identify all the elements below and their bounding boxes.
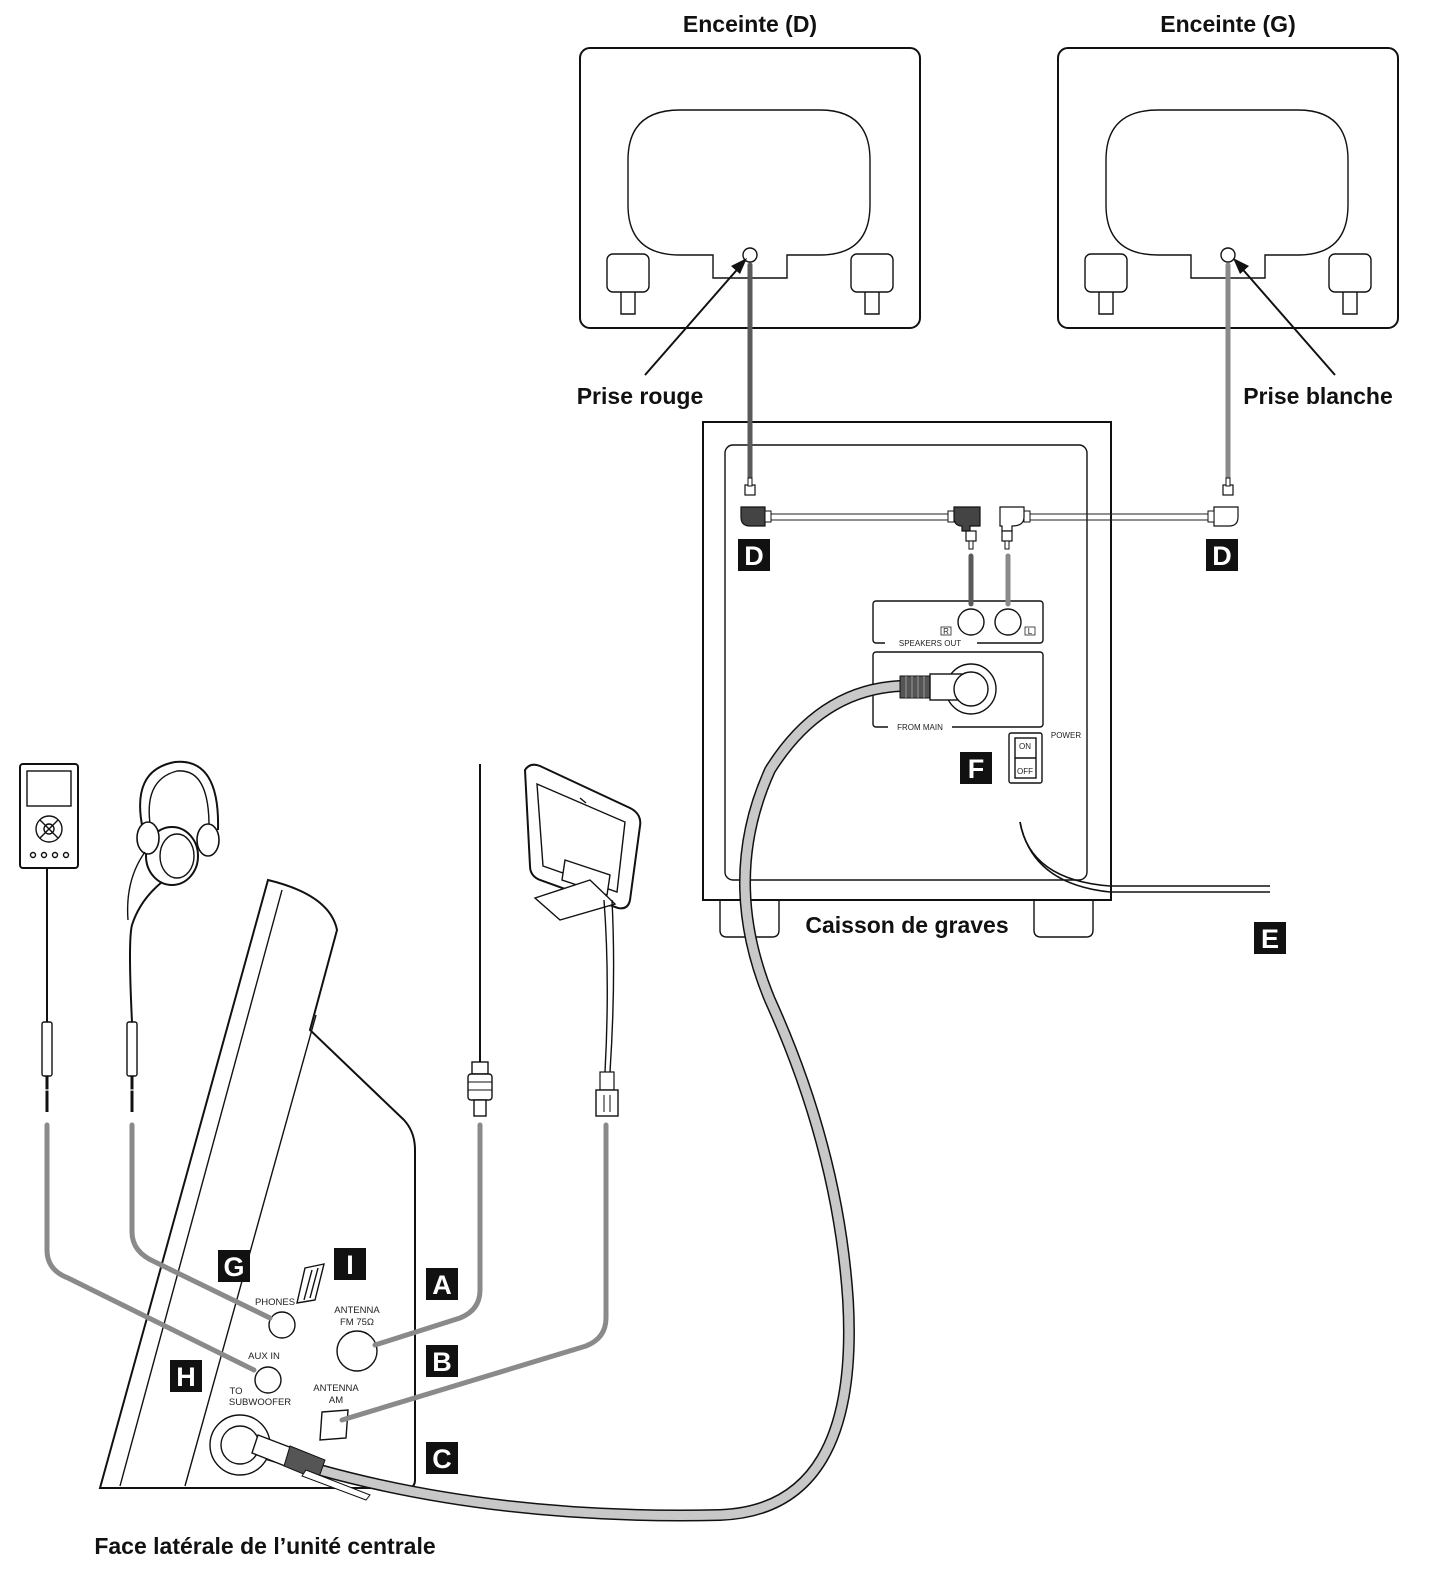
player-plug (41, 1021, 53, 1112)
badge-b: B (426, 1345, 458, 1377)
aux-in-jack (254, 1366, 282, 1394)
subwoofer: Caisson de graves R L SPEAKERS OUT FROM … (702, 421, 1270, 938)
plug-l-jack (999, 506, 1031, 550)
headphones-plug (126, 1021, 138, 1112)
connection-cables (44, 1122, 609, 1423)
badge-h: H (170, 1360, 202, 1392)
speaker-right-foot-left (606, 253, 650, 315)
svg-text:H: H (176, 1362, 196, 1392)
svg-text:G: G (223, 1252, 244, 1282)
subwoofer-cable (251, 671, 989, 1522)
speaker-left-foot-right (1328, 253, 1372, 315)
antenna-am-terminal (319, 1409, 349, 1441)
antenna-am-text-2: AM (329, 1395, 343, 1406)
cable-aux (44, 1122, 257, 1373)
aux-in-text: AUX IN (248, 1351, 280, 1362)
speakers-out-text: SPEAKERS OUT (899, 639, 961, 648)
speakers-out-panel: R L SPEAKERS OUT (872, 600, 1044, 648)
speaker-cables (740, 262, 1239, 607)
plug-right-speaker (740, 477, 772, 527)
subwoofer-label: Caisson de graves (805, 912, 1008, 938)
speaker-right-label: Enceinte (D) (683, 11, 817, 37)
badge-a: A (426, 1268, 458, 1300)
svg-text:C: C (432, 1444, 452, 1474)
svg-text:I: I (346, 1250, 354, 1280)
cable-am (339, 1122, 609, 1423)
badge-d-right: D (738, 539, 770, 571)
to-sub-text-1: TO (229, 1386, 242, 1397)
svg-text:E: E (1261, 924, 1279, 954)
r-mark: R (943, 627, 949, 636)
main-unit-label: Face latérale de l’unité centrale (94, 1533, 435, 1559)
cable-phones (129, 1122, 273, 1321)
power-text: POWER (1051, 731, 1081, 740)
power-switch: ON OFF POWER (1008, 731, 1081, 784)
badge-g: G (218, 1250, 250, 1282)
speaker-left: Enceinte (G) (1057, 11, 1399, 329)
headphones (126, 760, 220, 1112)
to-sub-text-2: SUBWOOFER (229, 1397, 291, 1408)
svg-text:A: A (432, 1270, 452, 1300)
main-unit: Face latérale de l’unité centrale PHONES… (94, 878, 436, 1559)
cable-fm (372, 1122, 483, 1348)
plug-main-end (251, 1434, 371, 1501)
badge-d-left: D (1206, 539, 1238, 571)
portable-player (19, 763, 79, 1112)
arrow-head-white (1233, 258, 1249, 274)
badge-e: E (1254, 922, 1286, 954)
speakers-out-r-jack (957, 608, 985, 636)
svg-text:D: D (744, 541, 764, 571)
svg-text:F: F (968, 754, 985, 784)
phones-text: PHONES (255, 1297, 295, 1308)
switch-on-text: ON (1019, 742, 1031, 751)
badge-f: F (960, 752, 992, 784)
plug-white-callout: Prise blanche (1233, 258, 1393, 409)
speaker-left-foot-left (1084, 253, 1128, 315)
slot-i (296, 1263, 325, 1304)
fm-antenna (467, 764, 493, 1117)
l-mark: L (1028, 627, 1033, 636)
svg-text:B: B (432, 1347, 452, 1377)
antenna-fm-jack (336, 1330, 378, 1372)
speaker-right-foot-right (850, 253, 894, 315)
plug-left-speaker (1207, 477, 1239, 527)
badge-i: I (334, 1248, 366, 1280)
svg-text:D: D (1212, 541, 1232, 571)
plug-white-label: Prise blanche (1243, 383, 1393, 409)
phones-jack (268, 1311, 296, 1339)
plug-red-callout: Prise rouge (577, 258, 747, 409)
antenna-am-text-1: ANTENNA (313, 1383, 359, 1394)
am-loop-antenna (523, 763, 642, 1117)
speakers-out-l-jack (994, 608, 1022, 636)
plug-subwoofer-end (899, 671, 989, 707)
from-main-text: FROM MAIN (897, 723, 943, 732)
plug-r-jack (947, 506, 981, 550)
arrow-head-red (731, 258, 747, 274)
switch-off-text: OFF (1017, 767, 1033, 776)
antenna-fm-text-2: FM 75Ω (340, 1317, 374, 1328)
speaker-left-label: Enceinte (G) (1160, 11, 1295, 37)
plug-red-label: Prise rouge (577, 383, 704, 409)
antenna-fm-text-1: ANTENNA (334, 1305, 380, 1316)
badge-c: C (426, 1442, 458, 1474)
